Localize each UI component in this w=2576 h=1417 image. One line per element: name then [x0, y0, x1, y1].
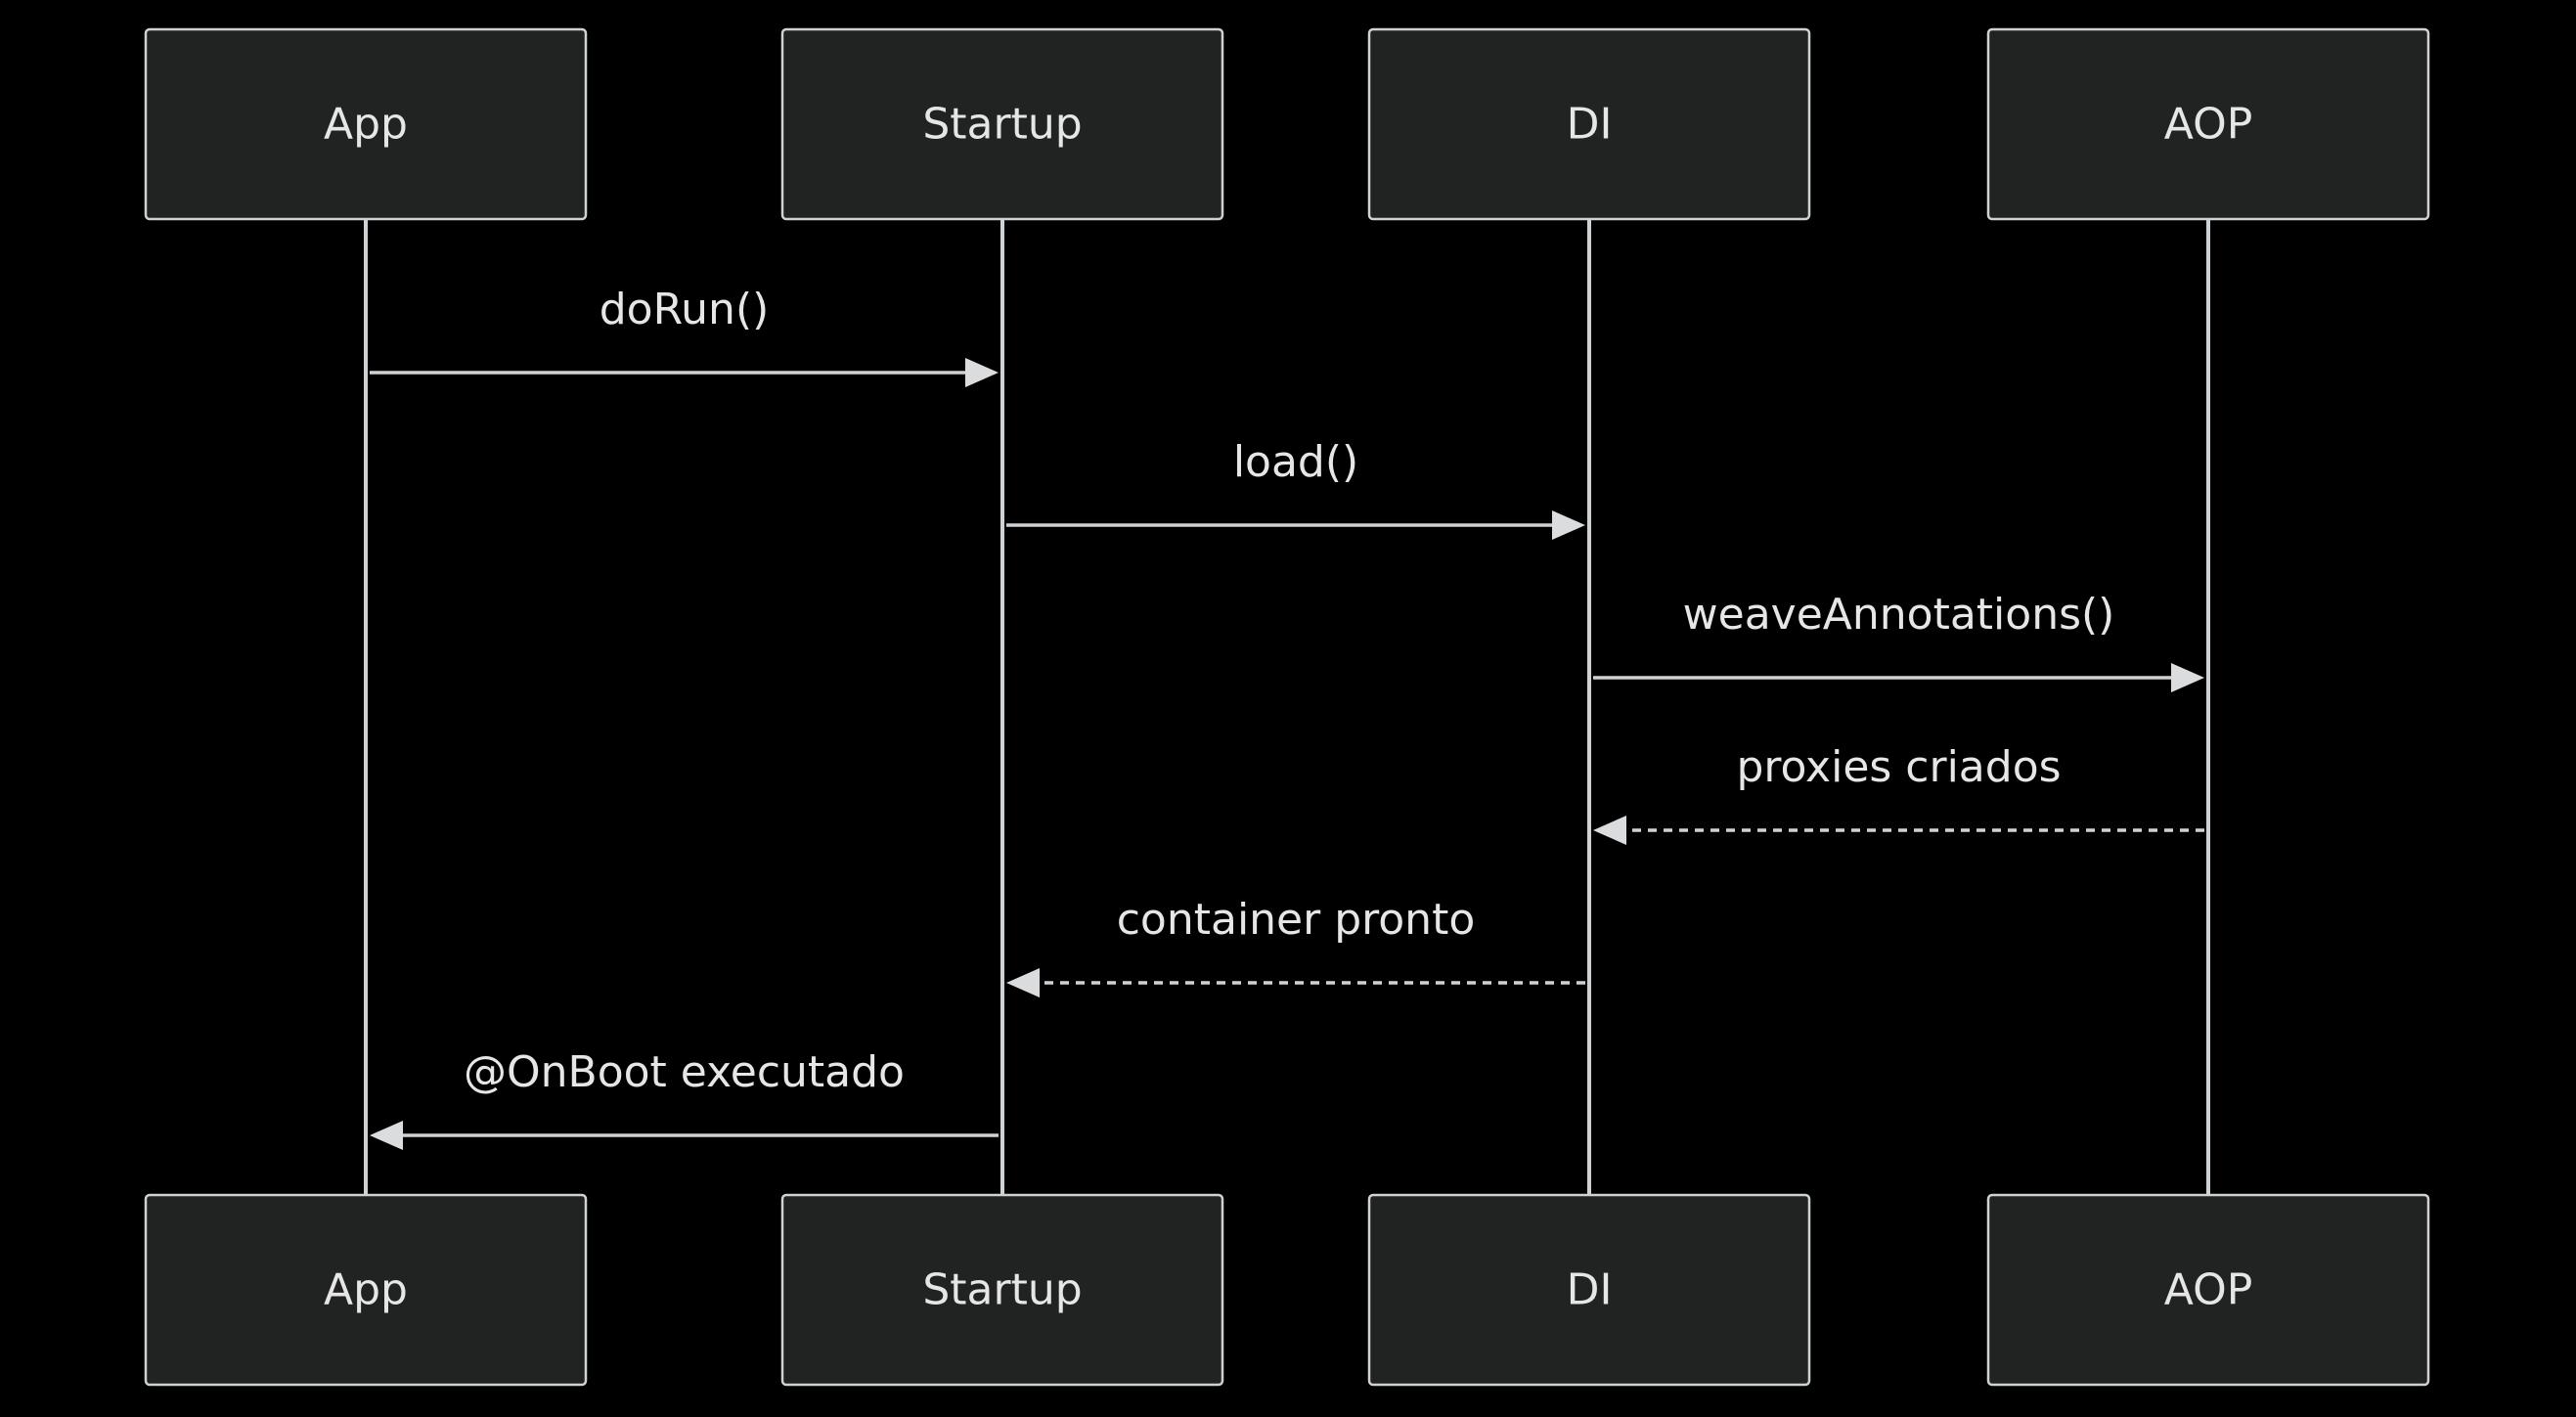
message-2: load()	[1006, 437, 1585, 540]
message-label: @OnBoot executado	[464, 1047, 905, 1097]
actor-box	[1367, 1193, 1811, 1387]
arrowhead-icon	[965, 358, 999, 387]
arrowhead-icon	[2171, 663, 2204, 692]
message-1: doRun()	[370, 285, 999, 387]
actor-box	[780, 1193, 1224, 1387]
message-5: container pronto	[1006, 895, 1585, 997]
actor-box	[1367, 27, 1811, 221]
actor-box	[1986, 1193, 2430, 1387]
actor-aop-bottom: AOP	[1986, 1193, 2430, 1387]
message-label: container pronto	[1117, 895, 1476, 945]
actor-label: AOP	[2164, 1265, 2253, 1315]
actor-startup-bottom: Startup	[780, 1193, 1224, 1387]
message-label: doRun()	[600, 285, 770, 334]
actor-label: AOP	[2164, 100, 2253, 150]
arrowhead-icon	[1552, 510, 1585, 540]
arrowhead-icon	[1006, 968, 1040, 997]
actor-label: App	[324, 1265, 408, 1315]
actor-di-bottom: DI	[1367, 1193, 1811, 1387]
actor-label: App	[324, 100, 408, 150]
actor-box	[780, 27, 1224, 221]
message-6: @OnBoot executado	[370, 1047, 999, 1150]
actor-di-top: DI	[1367, 27, 1811, 221]
message-4: proxies criados	[1593, 742, 2204, 845]
message-label: proxies criados	[1736, 742, 2061, 792]
actor-app-bottom: App	[144, 1193, 588, 1387]
lifelines	[364, 219, 2210, 1195]
actor-app-top: App	[144, 27, 588, 221]
message-label: load()	[1233, 437, 1358, 487]
actor-box	[144, 27, 588, 221]
actor-box	[1986, 27, 2430, 221]
arrowhead-icon	[370, 1121, 403, 1150]
actor-label: DI	[1567, 100, 1613, 150]
arrowhead-icon	[1593, 816, 1626, 845]
actor-label: Startup	[922, 100, 1082, 150]
messages: doRun() load() weaveAnnotations() proxies c…	[370, 285, 2204, 1150]
message-3: weaveAnnotations()	[1593, 590, 2204, 692]
actor-startup-top: Startup	[780, 27, 1224, 221]
actor-aop-top: AOP	[1986, 27, 2430, 221]
actor-label: DI	[1567, 1265, 1613, 1315]
message-label: weaveAnnotations()	[1683, 590, 2115, 640]
actor-label: Startup	[922, 1265, 1082, 1315]
actor-box	[144, 1193, 588, 1387]
